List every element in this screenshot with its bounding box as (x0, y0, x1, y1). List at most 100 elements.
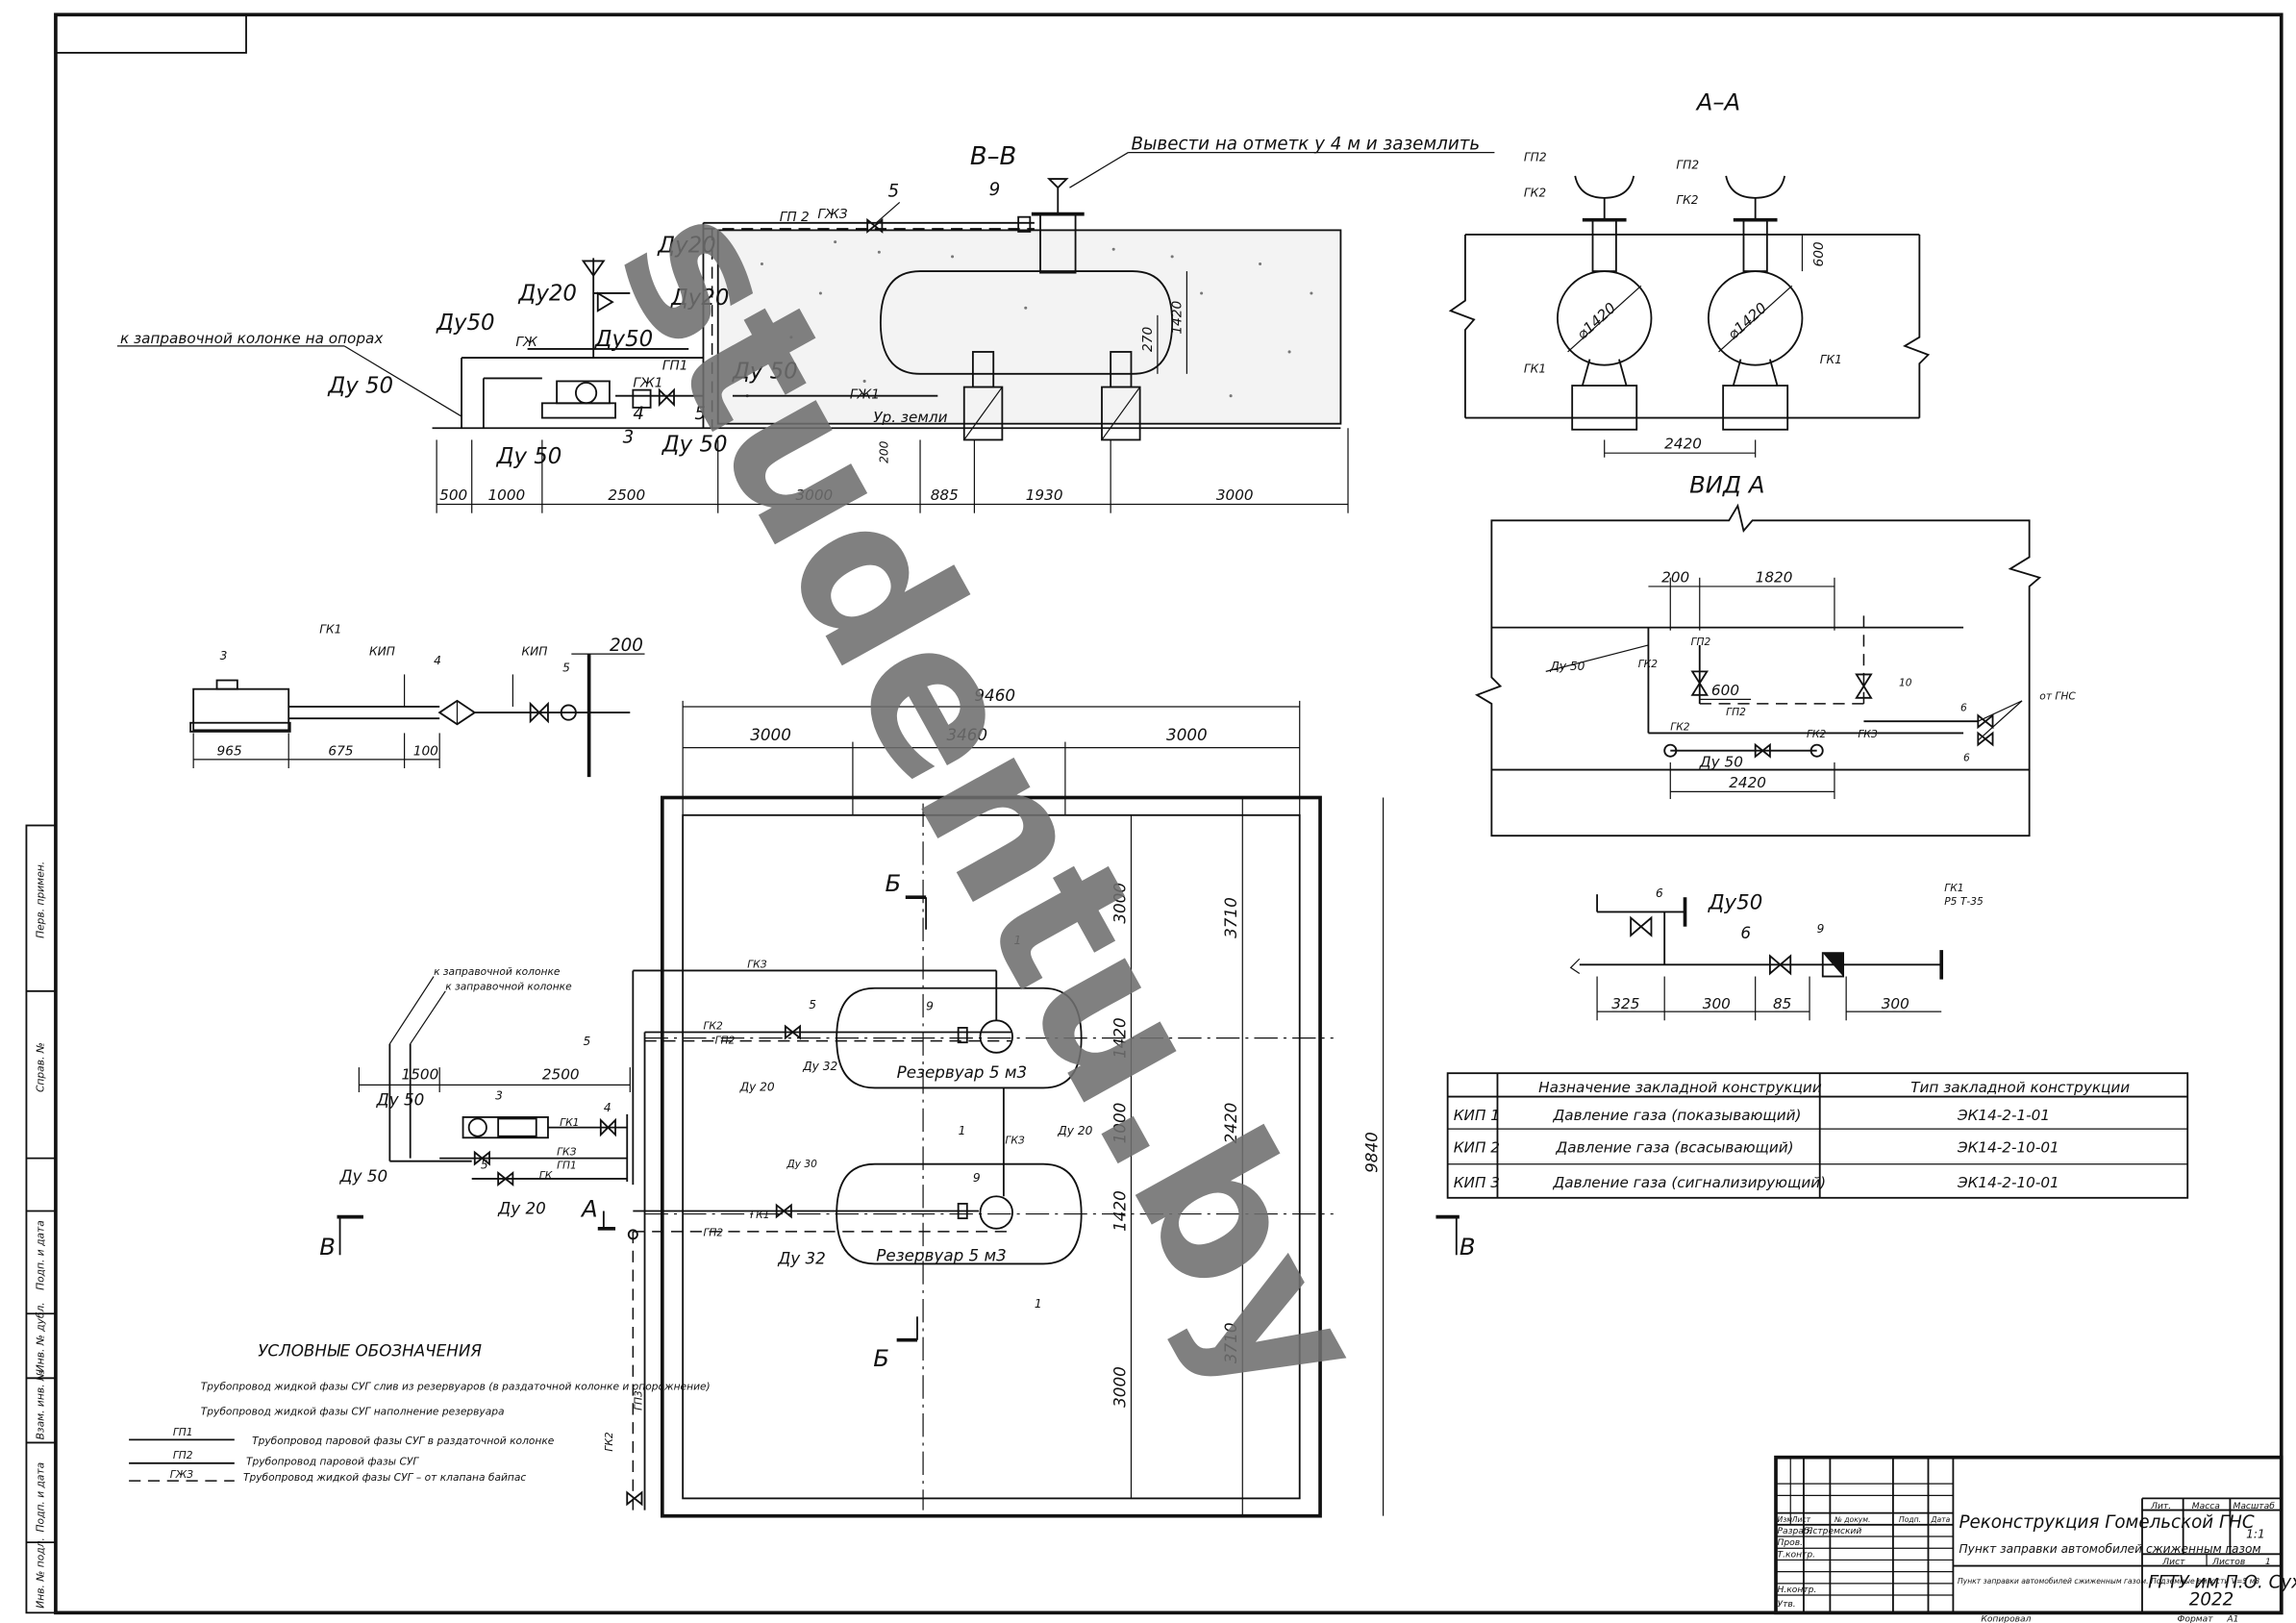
callout: 5 (584, 1035, 591, 1048)
tb-col-header: Лист (1791, 1515, 1811, 1524)
tank-label: Резервуар 5 м3 (897, 1062, 1027, 1082)
pipe-label: ГК2 (1807, 728, 1826, 740)
tb-format: Формат (2178, 1614, 2214, 1623)
tank-label: Резервуар 5 м3 (876, 1245, 1006, 1264)
callout: 10 (1899, 677, 1912, 689)
dim: 965 (217, 743, 242, 759)
section-aa: А–А ⌀1420 ⌀1420 ГП2 ГП2 ГК2 ГК2 ГК1 ГК1 … (1448, 87, 1931, 458)
callout: 4 (434, 654, 441, 667)
du-label: Ду 50 (732, 359, 798, 384)
tb-col-header: Подп. (1899, 1515, 1921, 1524)
pipe-label: ГП2 (715, 1035, 736, 1047)
pipe-label: ГК2 (1638, 658, 1658, 670)
dim: 300 (1882, 995, 1909, 1012)
tb-role: Разраб. (1778, 1527, 1812, 1536)
callout: 9 (926, 1000, 934, 1013)
dim: 2500 (608, 487, 645, 504)
tb-col-header: Изм (1778, 1515, 1793, 1524)
callout: ГК1 (319, 623, 341, 637)
kip-detail: 3 ГК1 КИП 4 КИП 5 200 965 675 100 (189, 623, 645, 778)
dim: 2420 (1221, 1103, 1240, 1144)
dim: 3000 (795, 487, 833, 504)
legend: УСЛОВНЫЕ ОБОЗНАЧЕНИЯ Трубопровод жидкой … (129, 1340, 711, 1484)
dim: 200 (610, 636, 643, 656)
tb-format-val: А1 (2226, 1614, 2238, 1623)
pipe-label: ГК1 (750, 1209, 769, 1221)
callout: 5 (562, 661, 570, 674)
dim: 1000 (487, 487, 525, 504)
dim: 3710 (1221, 897, 1240, 938)
tb-role: Пров. (1778, 1538, 1804, 1548)
stamp-cell: Инв. № дубл. (35, 1302, 47, 1372)
callout: КИП (369, 645, 395, 659)
pipe-label: ГЖ (515, 335, 538, 350)
pipe-label: ГЖ1 (850, 387, 880, 403)
pipe-label: ГК2 (1524, 186, 1546, 199)
pipe-label: ГП3 (632, 1390, 644, 1411)
callout: 3 (495, 1089, 503, 1103)
callout: 4 (604, 1101, 611, 1114)
callout: 5 (481, 1158, 488, 1171)
callout: ГЖ1 (633, 376, 662, 391)
cut-mark: А (580, 1195, 598, 1223)
pipe-label: ГП1 (662, 358, 688, 373)
plan: 9460 3000 3460 3000 3000 1420 1000 1420 … (319, 686, 1476, 1518)
du-label: Ду 20 (497, 1199, 546, 1218)
du-label: Ду 50 (327, 374, 393, 399)
table-header: Назначение закладной конструкции (1538, 1079, 1822, 1096)
tb-mass: Масса (2192, 1502, 2220, 1511)
legend-code: ГЖЗ (170, 1468, 193, 1481)
dim: 9840 (1362, 1132, 1382, 1173)
du-label: Ду 20 (739, 1080, 775, 1093)
tb-col-header: Дата (1931, 1515, 1951, 1524)
du-label: Ду50 (1708, 890, 1762, 914)
stamp-cell: Перв. примен. (35, 861, 47, 938)
pipe-label: ГК1 (560, 1116, 579, 1129)
du-label: Ду 50 (496, 444, 562, 469)
table-cell: КИП 2 (1454, 1139, 1500, 1157)
du-label: Ду 50 (376, 1090, 425, 1110)
callout: 5 (694, 404, 706, 424)
section-aa-title: А–А (1695, 87, 1741, 115)
du-label: Ду50 (594, 327, 653, 352)
section-vv: В–В Вывести на отметк у 4 м и заземлить … (116, 135, 1495, 513)
dim: 675 (328, 743, 353, 759)
legend-code: ГП1 (173, 1426, 193, 1438)
callout: 4 (633, 404, 644, 424)
pipe-label: ГК2 (603, 1432, 615, 1452)
tb-project: Реконструкция Гомельской ГНС (1959, 1512, 2254, 1533)
table-cell: ЭК14-2-10-01 (1957, 1139, 2059, 1157)
dim: 3000 (1110, 883, 1129, 924)
title-block: Изм Лист № докум. Подп. Дата Разраб. Яст… (1774, 1455, 2296, 1623)
pipe-label: ГК1 (1820, 353, 1842, 366)
dim: 200 (878, 440, 891, 463)
callout: 6 (1740, 923, 1751, 942)
du-label: Ду20 (670, 286, 729, 311)
du-label: Ду 20 (1057, 1124, 1092, 1137)
callout: 1 (1014, 934, 1022, 947)
view-a-title: ВИД А (1689, 470, 1764, 498)
dim: 3460 (946, 725, 987, 744)
pipe-label: ГК2 (703, 1019, 722, 1032)
pipe-label: ГП2 (1726, 706, 1746, 718)
ground-label: Ур. земли (873, 409, 947, 426)
pipe-label: ГКЗ (1858, 728, 1877, 740)
tb-sheet: Лист (2161, 1558, 2185, 1567)
du-label: Ду 32 (777, 1248, 826, 1267)
dim: 1000 (1110, 1103, 1129, 1144)
table-header: Тип закладной конструкции (1910, 1079, 2130, 1096)
dim: 1500 (402, 1065, 439, 1083)
callout: ГК1 (1944, 882, 1963, 894)
diameter: ⌀1420 (1724, 299, 1770, 342)
pipe-label: ГЖЗ (817, 207, 847, 222)
pipe-label: ГП2 (1524, 151, 1547, 164)
dim: 300 (1703, 995, 1731, 1012)
tb-col-header: № докум. (1834, 1515, 1871, 1524)
dim: 3000 (1166, 725, 1208, 744)
dim: 885 (931, 487, 959, 504)
dim: 3000 (1110, 1366, 1129, 1408)
dim: 500 (439, 487, 467, 504)
tb-role: Утв. (1778, 1600, 1796, 1610)
pipe-label: ГК1 (1524, 362, 1546, 375)
